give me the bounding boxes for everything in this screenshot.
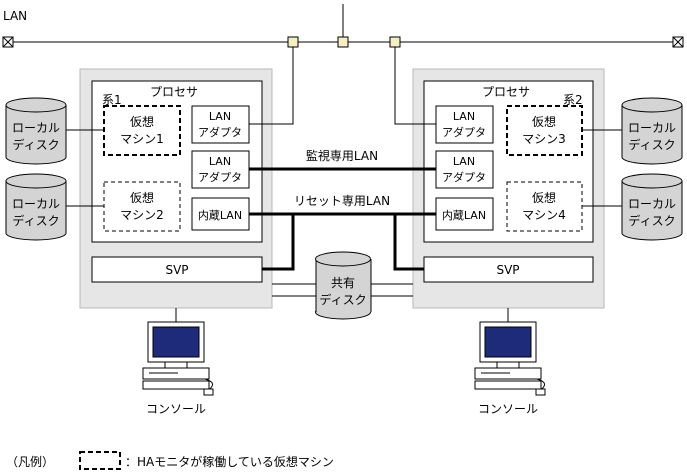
- system-label-left: 系1: [102, 93, 122, 107]
- lan-terminator-left: [2, 36, 14, 48]
- monitor-lan-label: 監視専用LAN: [306, 148, 378, 163]
- internal-lan-right: [435, 197, 494, 231]
- vm1-box: [103, 105, 181, 156]
- lan-node-left: [287, 36, 299, 48]
- local-disk-left-bottom: [5, 173, 67, 241]
- local-disk-left-bottom-line1: ローカル: [12, 197, 60, 211]
- vm3-label-line2: マシン3: [522, 132, 566, 146]
- lan-adapter-left-mid-line1: LAN: [209, 155, 231, 168]
- processor-label-left: プロセサ: [150, 85, 198, 99]
- local-disk-left-top-line2: ディスク: [12, 137, 59, 152]
- reset-lan-svp-left: [262, 214, 295, 271]
- lan-terminator-right: [672, 36, 684, 48]
- lan-node-center: [337, 36, 349, 48]
- local-disk-right-bottom: [621, 173, 683, 241]
- lan-node-right: [389, 36, 401, 48]
- legend-title: （凡例）: [6, 455, 54, 469]
- vm1-label-line2: マシン1: [120, 132, 164, 146]
- vm1-label-line1: 仮想: [130, 114, 154, 129]
- local-disk-left-top: [5, 97, 67, 165]
- vm2-label-line1: 仮想: [130, 190, 154, 205]
- lan-adapter-right-top-line1: LAN: [453, 110, 475, 123]
- vm2-label-line2: マシン2: [120, 208, 164, 222]
- lan-link-right: [394, 47, 436, 125]
- shared-disk: [315, 251, 372, 320]
- lan-adapter-left-mid-line2: アダプタ: [198, 170, 242, 184]
- console-left-label: コンソール: [146, 402, 206, 416]
- legend-text: ：HAモニタが稼働している仮想マシン: [125, 454, 334, 469]
- lan-adapter-right-top-line2: アダプタ: [442, 125, 486, 139]
- reset-lan-label: リセット専用LAN: [294, 194, 390, 208]
- vm4-box: [506, 181, 583, 232]
- lan-adapter-right-mid: [435, 150, 494, 189]
- lan-adapter-right-mid-line2: アダプタ: [442, 170, 486, 184]
- console-right-label: コンソール: [478, 402, 538, 416]
- svp-label-left: SVP: [165, 263, 188, 277]
- local-disk-left-top-line1: ローカル: [12, 121, 60, 135]
- internal-lan-left-label: 内蔵LAN: [198, 208, 242, 222]
- processor-label-right: プロセサ: [482, 85, 530, 99]
- lan-adapter-left-top-line1: LAN: [209, 110, 231, 123]
- reset-lan-svp-right: [393, 214, 424, 271]
- lan-adapter-left-top-line2: アダプタ: [198, 125, 242, 139]
- system-label-right: 系2: [563, 93, 583, 107]
- legend-dashed-box: [79, 451, 121, 470]
- internal-lan-right-label: 内蔵LAN: [442, 208, 486, 222]
- console-left-icon: [142, 321, 214, 396]
- lan-adapter-right-mid-line1: LAN: [453, 155, 475, 168]
- lan-adapter-right-top: [435, 105, 494, 144]
- vm3-label-line1: 仮想: [532, 114, 556, 129]
- vm4-label-line2: マシン4: [522, 208, 566, 222]
- svp-label-right: SVP: [496, 263, 519, 277]
- local-disk-right-bottom-line1: ローカル: [628, 197, 676, 211]
- local-disk-right-top: [621, 97, 683, 165]
- local-disk-right-bottom-line2: ディスク: [628, 213, 675, 228]
- console-right-icon: [474, 321, 546, 396]
- shared-disk-label-line2: ディスク: [319, 292, 366, 307]
- vm2-box: [103, 181, 181, 232]
- lan-link-left: [249, 47, 294, 125]
- vm3-box: [506, 105, 583, 156]
- vm4-label-line1: 仮想: [532, 190, 556, 205]
- lan-label: LAN: [3, 9, 27, 23]
- local-disk-right-top-line1: ローカル: [628, 121, 676, 135]
- local-disk-right-top-line2: ディスク: [628, 137, 675, 152]
- shared-disk-label-line1: 共有: [331, 276, 355, 290]
- lan-adapter-left-mid: [191, 150, 250, 189]
- local-disk-left-bottom-line2: ディスク: [12, 213, 59, 228]
